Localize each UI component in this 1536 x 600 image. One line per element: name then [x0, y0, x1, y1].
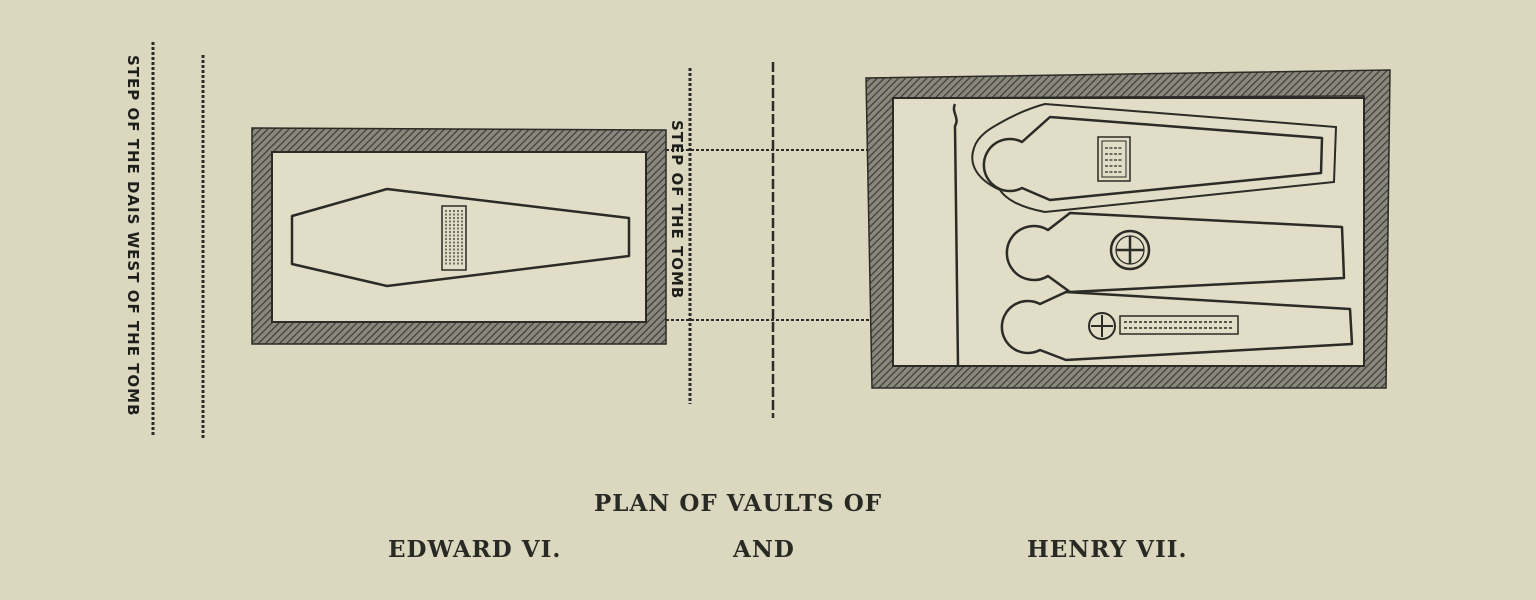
caption-and: AND [733, 536, 795, 563]
henry-coffin-bottom [1000, 290, 1354, 362]
henry-coffin-top [982, 115, 1324, 202]
edward-coffin [290, 187, 631, 288]
tomb-step-label: STEP OF THE TOMB [668, 120, 686, 300]
henry-coffin-outer-border [971, 102, 1338, 214]
henry-middle-cross-emblem [1109, 229, 1151, 271]
henry-coffin-top-plate-inner [1101, 140, 1127, 178]
henry-bottom-plate-inscription [1124, 321, 1234, 329]
dais-step-label: STEP OF THE DAIS WEST OF THE TOMB [124, 55, 142, 417]
edward-vi-vault [251, 127, 667, 345]
edward-plate-inscription [445, 210, 463, 266]
henry-coffin-top-plate [1097, 136, 1131, 182]
henry-coffin-bottom-plate [1119, 315, 1239, 335]
henry-vii-vault [865, 69, 1391, 389]
henry-coffin-top-plate-inscription [1105, 147, 1123, 173]
henry-vault-step-line [952, 103, 960, 367]
henry-bottom-cross-emblem [1088, 312, 1116, 340]
caption-edward: EDWARD VI. [388, 536, 562, 563]
caption-henry: HENRY VII. [1027, 536, 1188, 563]
henry-coffin-middle [1005, 211, 1346, 294]
caption-title: PLAN OF VAULTS OF [594, 490, 883, 517]
